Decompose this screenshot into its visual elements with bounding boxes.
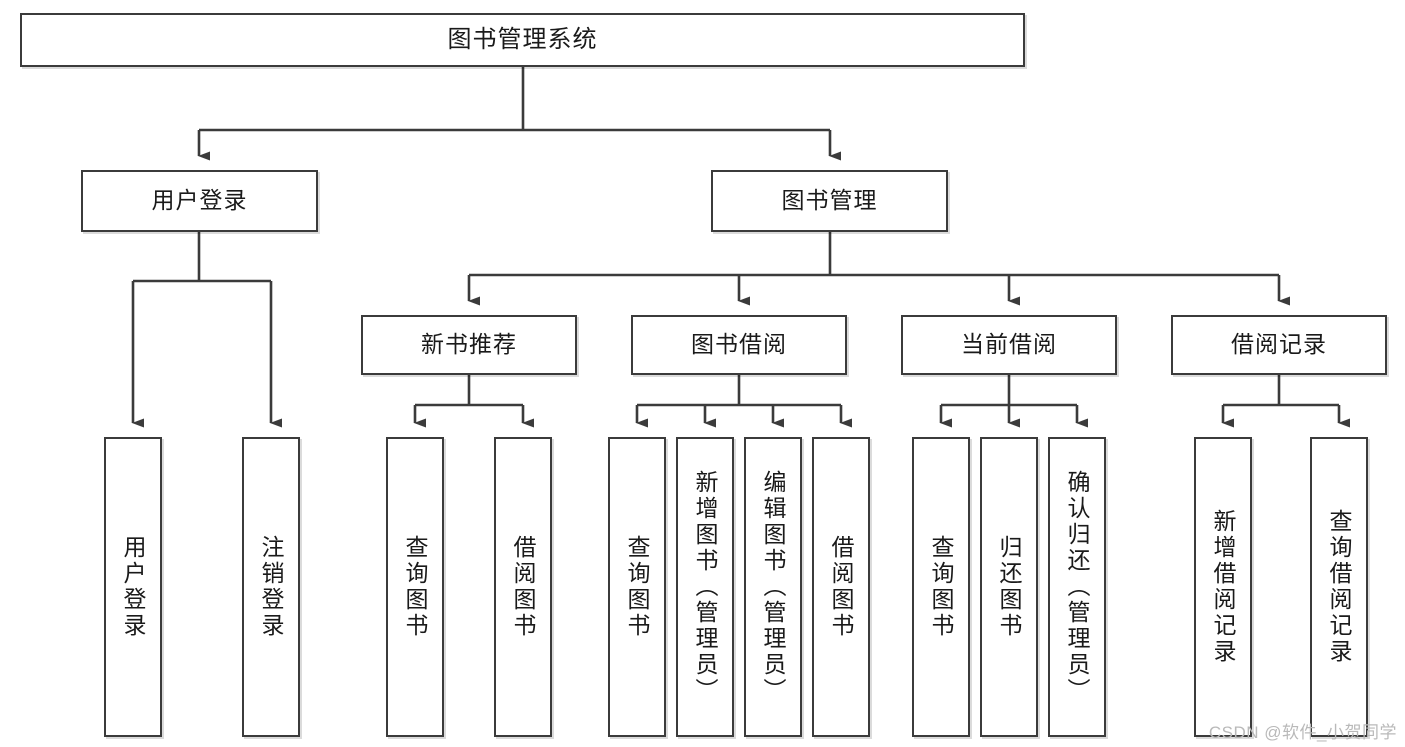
leaf-query-record[interactable]: 查询借阅记录 [1310, 437, 1368, 737]
leaf-label: 借阅图书 [828, 535, 854, 639]
node-root-system[interactable]: 图书管理系统 [20, 13, 1025, 67]
leaf-label: 归还图书 [996, 535, 1022, 639]
leaf-label: 新增图书（管理员） [692, 470, 718, 704]
leaf-user-login[interactable]: 用户登录 [104, 437, 162, 737]
leaf-borrow-book-1[interactable]: 借阅图书 [494, 437, 552, 737]
leaf-add-book[interactable]: 新增图书（管理员） [676, 437, 734, 737]
watermark: CSDN @软件_小贺同学 [1208, 723, 1397, 742]
node-book-borrow[interactable]: 图书借阅 [631, 315, 847, 375]
node-user-login[interactable]: 用户登录 [81, 170, 318, 232]
node-current-borrow[interactable]: 当前借阅 [901, 315, 1117, 375]
leaf-edit-book[interactable]: 编辑图书（管理员） [744, 437, 802, 737]
node-new-book-recommend[interactable]: 新书推荐 [361, 315, 577, 375]
leaf-label: 确认归还（管理员） [1064, 470, 1090, 704]
leaf-label: 借阅图书 [510, 535, 536, 639]
leaf-label: 查询图书 [624, 535, 650, 639]
leaf-query-book-1[interactable]: 查询图书 [386, 437, 444, 737]
leaf-label: 编辑图书（管理员） [760, 470, 786, 704]
node-book-manage[interactable]: 图书管理 [711, 170, 948, 232]
node-borrow-record[interactable]: 借阅记录 [1171, 315, 1387, 375]
leaf-add-record[interactable]: 新增借阅记录 [1194, 437, 1252, 737]
leaf-query-book-3[interactable]: 查询图书 [912, 437, 970, 737]
leaf-label: 注销登录 [258, 535, 284, 639]
leaf-label: 查询图书 [402, 535, 428, 639]
leaf-label: 用户登录 [120, 535, 146, 639]
leaf-borrow-book-2[interactable]: 借阅图书 [812, 437, 870, 737]
leaf-query-book-2[interactable]: 查询图书 [608, 437, 666, 737]
leaf-return-book[interactable]: 归还图书 [980, 437, 1038, 737]
leaf-logout-login[interactable]: 注销登录 [242, 437, 300, 737]
leaf-label: 查询借阅记录 [1326, 509, 1352, 665]
leaf-label: 查询图书 [928, 535, 954, 639]
leaf-label: 新增借阅记录 [1210, 509, 1236, 665]
leaf-confirm-return[interactable]: 确认归还（管理员） [1048, 437, 1106, 737]
